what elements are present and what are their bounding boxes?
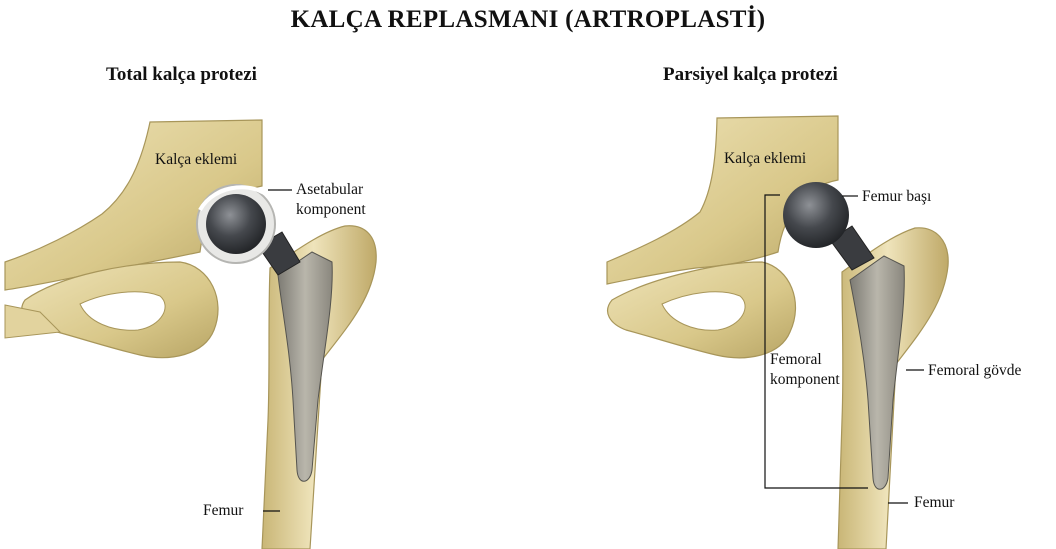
hip-joint-label-left: Kalça eklemi: [155, 151, 237, 169]
hip-joint-label-right: Kalça eklemi: [724, 150, 806, 168]
femur-label-left: Femur: [203, 502, 243, 520]
femoral-component-label-line2: komponent: [770, 371, 840, 389]
acetabular-component-left: [197, 185, 276, 263]
femur-head-label: Femur başı: [862, 188, 931, 206]
femur-head-right: [783, 182, 849, 248]
femoral-stem-label: Femoral gövde: [928, 362, 1021, 380]
femur-label-right: Femur: [914, 494, 954, 512]
acetabular-label-line2: komponent: [296, 201, 366, 219]
femoral-component-label-line1: Femoral: [770, 351, 822, 369]
acetabular-label-line1: Asetabular: [296, 181, 363, 199]
